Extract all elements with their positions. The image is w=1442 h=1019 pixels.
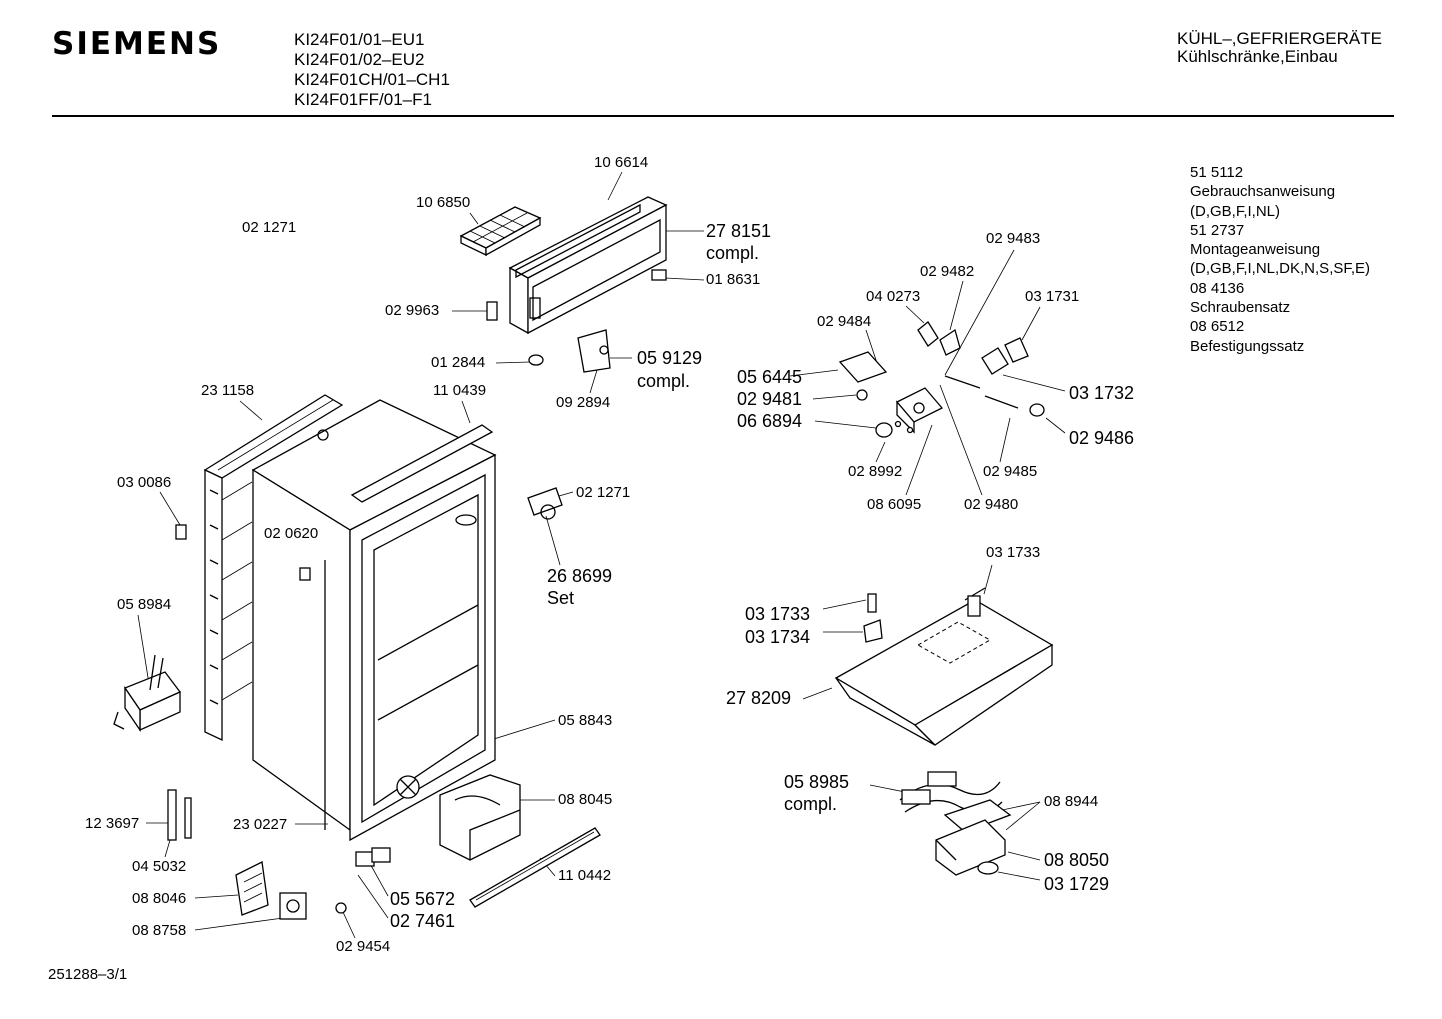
- part-label-02-9482: 02 9482: [920, 263, 975, 280]
- part-label-03-1729: 03 1729: [1044, 874, 1110, 894]
- door-clips: [486, 269, 667, 373]
- part-label-10-6614: 10 6614: [594, 154, 649, 171]
- part-label-05-8984: 05 8984: [117, 596, 172, 613]
- cabinet-body-part: [251, 399, 497, 842]
- model-number: KI24F01/02–EU2: [294, 50, 425, 69]
- part-label-02-7461: 02 7461: [390, 911, 456, 931]
- part-label-02-9481: 02 9481: [737, 389, 803, 409]
- model-list: KI24F01/01–EU1 KI24F01/02–EU2 KI24F01CH/…: [294, 30, 450, 110]
- bottom-strip-part: [469, 827, 601, 908]
- part-label-compl: compl.: [706, 243, 760, 263]
- part-label-09-2894: 09 2894: [556, 394, 611, 411]
- header-divider: [52, 115, 1394, 117]
- part-label-08-6095: 08 6095: [867, 496, 922, 513]
- part-label-02-0620: 02 0620: [264, 525, 319, 542]
- doc-title: Montageanweisung: [1190, 241, 1321, 259]
- part-label-05-8843: 05 8843: [558, 712, 613, 729]
- thermostat-part: [113, 654, 182, 733]
- part-label-set: Set: [547, 588, 575, 608]
- part-label-02-9483: 02 9483: [986, 230, 1041, 247]
- brand-logo: SIEMENS: [52, 26, 222, 62]
- part-label-03-1734: 03 1734: [745, 627, 811, 647]
- doc-number: 51 5112: [1190, 164, 1244, 181]
- part-label-11-0439: 11 0439: [433, 382, 487, 399]
- doc-number: 08 6512: [1190, 318, 1245, 336]
- part-label-compl: compl.: [637, 371, 691, 391]
- part-label-02-8992: 02 8992: [848, 463, 903, 480]
- drawing-number: 251288–3/1: [48, 966, 128, 983]
- part-label-08-8045: 08 8045: [558, 791, 613, 808]
- part-label-03-1732: 03 1732: [1069, 383, 1135, 403]
- part-label-03-1733: 03 1733: [986, 544, 1041, 561]
- part-label-10-6850: 10 6850: [416, 194, 471, 211]
- part-label-03-1733: 03 1733: [745, 604, 811, 624]
- category-heading: KÜHL–,GEFRIERGERÄTE Kühlschränke,Einbau: [1177, 30, 1382, 66]
- model-number: KI24F01/01–EU1: [294, 30, 425, 49]
- part-label-27-8151: 27 8151: [706, 221, 772, 241]
- model-number: KI24F01CH/01–CH1: [294, 70, 450, 89]
- doc-title: Schraubensatz: [1190, 299, 1291, 317]
- part-label-23-0227: 23 0227: [233, 816, 288, 833]
- part-label-08-8758: 08 8758: [132, 922, 187, 939]
- light-housing-part: [396, 774, 521, 861]
- part-label-03-0086: 03 0086: [117, 474, 172, 491]
- part-label-05-8985: 05 8985: [784, 772, 850, 792]
- part-label-12-3697: 12 3697: [85, 815, 140, 832]
- part-label-02-9484: 02 9484: [817, 313, 872, 330]
- doc-number: 51 2737: [1190, 221, 1245, 239]
- doc-languages: (D,GB,F,I,NL): [1190, 202, 1281, 220]
- doc-title: Gebrauchsanweisung: [1190, 183, 1336, 201]
- doc-title: Befestigungssatz: [1190, 337, 1305, 355]
- ice-tray-part: [459, 206, 542, 257]
- part-label-26-8699: 26 8699: [547, 566, 613, 586]
- model-number: KI24F01FF/01–F1: [294, 90, 432, 109]
- freezer-door-part: [508, 196, 668, 335]
- control-cluster-parts: [838, 321, 1045, 438]
- part-label-02-9454: 02 9454: [336, 938, 391, 955]
- part-label-05-6445: 05 6445: [737, 367, 803, 387]
- part-label-02-9480: 02 9480: [964, 496, 1019, 513]
- part-label-27-8209: 27 8209: [726, 688, 792, 708]
- part-label-11-0442: 11 0442: [558, 867, 612, 884]
- freezer-shelf-part: [834, 587, 1054, 746]
- part-label-01-2844: 01 2844: [431, 354, 486, 371]
- cabinet-small-parts: [175, 487, 563, 581]
- doc-number: 08 4136: [1190, 279, 1245, 297]
- documents-list: 51 5112 Gebrauchsanweisung (D,GB,F,I,NL)…: [1190, 163, 1370, 356]
- part-label-05-9129: 05 9129: [637, 348, 703, 368]
- wiring-harness-part: [899, 771, 1012, 876]
- part-label-01-8631: 01 8631: [706, 271, 761, 288]
- condenser-grid-part: [203, 394, 344, 742]
- category-line: KÜHL–,GEFRIERGERÄTE: [1177, 29, 1382, 48]
- part-label-compl: compl.: [784, 794, 838, 814]
- part-label-03-1731: 03 1731: [1025, 288, 1080, 305]
- part-label-04-0273: 04 0273: [866, 288, 921, 305]
- subcategory-line: Kühlschränke,Einbau: [1177, 47, 1338, 66]
- part-label-05-5672: 05 5672: [390, 889, 456, 909]
- part-label-02-9485: 02 9485: [983, 463, 1038, 480]
- bottom-small-parts: [167, 789, 391, 920]
- doc-languages: (D,GB,F,I,NL,DK,N,S,SF,E): [1190, 260, 1371, 278]
- part-label-08-8050: 08 8050: [1044, 850, 1110, 870]
- part-label-04-5032: 04 5032: [132, 858, 187, 875]
- part-label-08-8944: 08 8944: [1044, 793, 1099, 810]
- part-label-08-8046: 08 8046: [132, 890, 187, 907]
- part-label-06-6894: 06 6894: [737, 411, 803, 431]
- part-label-02-1271: 02 1271: [576, 484, 631, 501]
- part-label-23-1158: 23 1158: [201, 382, 255, 399]
- part-label-02-1271: 02 1271: [242, 219, 297, 236]
- part-label-02-9486: 02 9486: [1069, 428, 1135, 448]
- part-label-02-9963: 02 9963: [385, 302, 440, 319]
